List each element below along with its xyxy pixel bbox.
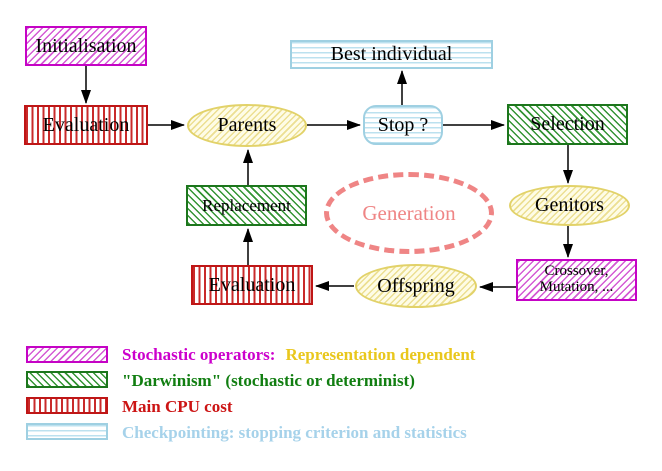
node-stop-label: Stop ? [377, 113, 429, 136]
node-initialisation: Initialisation [25, 26, 147, 66]
node-replacement: Replacement [186, 185, 307, 226]
legend-swatch-stochastic-operators [26, 346, 108, 363]
legend-text-checkpointing: Checkpointing: stopping criterion and st… [122, 423, 467, 442]
generation-loop-ellipse: Generation [324, 172, 494, 254]
node-selection: Selection [507, 104, 628, 145]
node-replacement-label: Replacement [202, 195, 291, 215]
node-genitors: Genitors [509, 185, 630, 226]
node-best-individual-label: Best individual [330, 43, 453, 65]
node-stop: Stop ? [363, 105, 443, 145]
legend-text-stochastic-operators: Stochastic operators: Representation depe… [122, 345, 475, 365]
node-evaluation-bottom-label: Evaluation [208, 273, 296, 296]
legend-text-stochastic-operators-part1: Stochastic operators: [122, 345, 276, 364]
node-parents: Parents [187, 104, 307, 147]
node-offspring-label: Offspring [377, 274, 455, 297]
node-evaluation-top-label: Evaluation [42, 113, 130, 136]
node-parents-label: Parents [217, 114, 277, 136]
legend-swatch-main-cpu-cost [26, 397, 108, 414]
node-genitors-label: Genitors [535, 194, 604, 216]
node-crossover-mutation: Crossover, Mutation, ... [516, 259, 637, 301]
node-evaluation-top: Evaluation [24, 105, 148, 145]
generation-label: Generation [362, 200, 456, 225]
legend-text-main-cpu-cost: Main CPU cost [122, 397, 233, 416]
node-offspring: Offspring [355, 264, 477, 308]
node-selection-label: Selection [530, 113, 605, 135]
node-best-individual: Best individual [290, 40, 493, 69]
node-crossover-label-line1: Crossover, [544, 263, 609, 280]
node-initialisation-label: Initialisation [35, 34, 137, 57]
legend-text-representation-dependent: Representation dependent [285, 345, 476, 364]
node-crossover-label-line2: Mutation, ... [539, 279, 614, 295]
legend-text-darwinism: "Darwinism" (stochastic or determinist) [122, 371, 415, 390]
node-evaluation-bottom: Evaluation [191, 265, 313, 305]
legend-swatch-checkpointing [26, 423, 108, 440]
legend-swatch-darwinism [26, 371, 108, 388]
